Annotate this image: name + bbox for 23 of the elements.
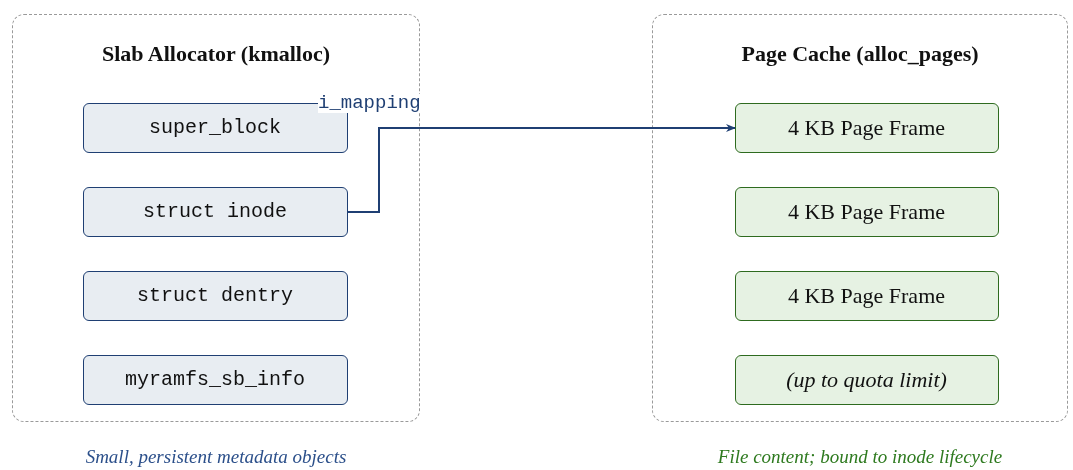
box-label: 4 KB Page Frame — [788, 198, 945, 225]
box-label: 4 KB Page Frame — [788, 282, 945, 309]
dashed-group-frame — [12, 14, 420, 422]
struct-box — [82, 354, 348, 405]
struct-box — [82, 186, 348, 237]
box-label: super_block — [149, 116, 281, 139]
box-label: struct dentry — [137, 284, 293, 307]
box-label: struct inode — [143, 200, 287, 223]
group-caption: File content; bound to inode lifecycle — [716, 446, 1004, 468]
struct-box — [82, 270, 348, 321]
group-heading: Page Cache (alloc_pages) — [740, 41, 980, 67]
box-label: 4 KB Page Frame — [788, 114, 945, 141]
page-frame-box — [734, 354, 999, 405]
page-frame-box — [734, 102, 999, 153]
box-label: (up to quota limit) — [786, 366, 947, 393]
arrow — [347, 124, 736, 213]
edge-label: i_mapping — [318, 94, 421, 113]
page-frame-box — [734, 186, 999, 237]
dashed-group-frame — [652, 14, 1068, 422]
group-heading: Slab Allocator (kmalloc) — [100, 41, 332, 67]
page-frame-box — [734, 270, 999, 321]
group-caption: Small, persistent metadata objects — [84, 446, 348, 468]
box-label: myramfs_sb_info — [125, 368, 305, 391]
